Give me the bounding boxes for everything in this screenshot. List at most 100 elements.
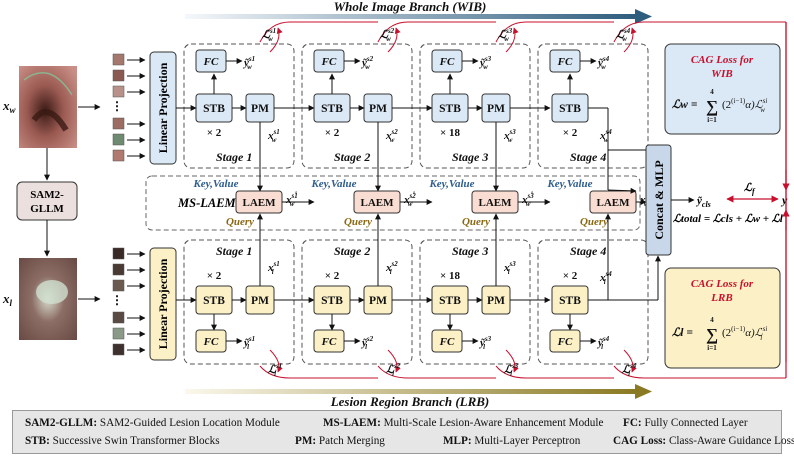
wib-stage-label: Stage 4 xyxy=(570,150,606,164)
lrb-repeat: × 2 xyxy=(325,270,340,282)
sum-sign: ∑ xyxy=(706,97,718,116)
lrb-repeat: × 2 xyxy=(563,270,578,282)
cag-link-wib xyxy=(623,27,637,53)
ycls-label: ỹcls xyxy=(695,195,711,209)
legend-stb: STB: Successive Swin Transformer Blocks xyxy=(25,435,220,447)
patch-dots-w: ⋮ xyxy=(111,99,123,113)
legend-box: SAM2-GLLM: SAM2-Guided Lesion Location M… xyxy=(12,410,794,454)
patch-tile xyxy=(112,247,125,260)
lrb-stb-label: STB xyxy=(203,295,225,307)
wib-fc-label: FC xyxy=(321,56,337,68)
wib-stage-label: Stage 2 xyxy=(334,150,370,164)
lrb-stage-label: Stage 3 xyxy=(452,244,488,258)
cag-arc-wib xyxy=(495,21,614,43)
wib-stb-label: STB xyxy=(439,103,461,115)
lrb-pm-label: PM xyxy=(369,295,387,307)
wib-fc-label: FC xyxy=(439,56,455,68)
cag-lrb-box xyxy=(664,267,781,369)
lrb-fc-label: FC xyxy=(439,336,455,348)
wib-title: Whole Image Branch (WIB) xyxy=(334,0,487,14)
query-label: Query xyxy=(462,216,490,228)
wib-arrow xyxy=(185,9,652,24)
patch-tile xyxy=(112,311,125,324)
wib-stage-3 xyxy=(419,43,531,169)
wib-pm-label: PM xyxy=(487,103,505,115)
cag-lrb-title2: LRB xyxy=(710,292,732,304)
sum-top: 4 xyxy=(710,316,714,324)
cag-wib-title1: CAG Loss for xyxy=(691,54,754,66)
xl-label: xl xyxy=(2,291,13,308)
lrb-stage-3 xyxy=(419,239,531,365)
query-label: Query xyxy=(580,216,608,228)
patch-tile xyxy=(112,69,125,82)
laem-label: LAEM xyxy=(479,197,513,209)
patch-tile xyxy=(112,117,125,130)
cag-lrb-title1: CAG Loss for xyxy=(691,278,754,290)
concat-mlp-label: Concat & MLP xyxy=(652,160,666,239)
cag-arc-wib xyxy=(259,21,378,43)
cag-arc-wib xyxy=(377,21,496,43)
lrb-fc-label: FC xyxy=(203,336,219,348)
linear-projection-wib-label: Linear Projection xyxy=(156,62,170,153)
lrb-stage-label: Stage 2 xyxy=(334,244,370,258)
lrb-stage-2 xyxy=(301,239,413,365)
legend-sam2-gllm: SAM2-GLLM: SAM2-Guided Lesion Location M… xyxy=(25,417,280,429)
laem-label: LAEM xyxy=(597,197,631,209)
legend-cag-loss: CAG Loss: Class-Aware Guidance Loss xyxy=(613,435,794,447)
lrb-stage-label: Stage 1 xyxy=(216,244,252,258)
lrb-fc-label: FC xyxy=(557,336,573,348)
sum-bottom: i=1 xyxy=(707,344,717,352)
lesion-image-patches xyxy=(112,247,146,356)
whole-image-patches xyxy=(112,53,146,162)
wib-stb-label: STB xyxy=(203,103,225,115)
patch-tile xyxy=(112,149,125,162)
patch-tile xyxy=(112,53,125,66)
sum-sign: ∑ xyxy=(706,325,718,344)
wib-repeat: × 18 xyxy=(440,127,461,139)
formula-lhs: ℒw = xyxy=(672,99,698,111)
lrb-pm-label: PM xyxy=(251,295,269,307)
key-value-label: Key,Value xyxy=(192,178,238,190)
cag-arc-lrb xyxy=(495,365,614,379)
key-value-label: Key,Value xyxy=(428,178,474,190)
laem-label: LAEM xyxy=(361,197,395,209)
cag-arc-wib xyxy=(613,21,786,43)
wib-stage-label: Stage 3 xyxy=(452,150,488,164)
lesion-image xyxy=(19,258,77,340)
wib-stage-4 xyxy=(537,43,649,169)
lrb-fc-label: FC xyxy=(321,336,337,348)
wib-fc-label: FC xyxy=(557,56,573,68)
legend-pm: PM: Patch Merging xyxy=(295,435,385,447)
laem-label: LAEM xyxy=(243,197,277,209)
cag-arc-lrb xyxy=(377,365,496,379)
legend-ms-laem: MS-LAEM: Multi-Scale Lesion-Aware Enhanc… xyxy=(323,417,604,429)
cag-link-lrb xyxy=(269,349,283,373)
wib-stage-label: Stage 1 xyxy=(216,150,252,164)
cag-link-wib xyxy=(505,27,519,53)
patch-tile xyxy=(112,263,125,276)
patch-dots-l: ⋮ xyxy=(111,293,123,307)
lrb-stage-1 xyxy=(183,239,295,365)
lrb-stb-label: STB xyxy=(321,295,343,307)
